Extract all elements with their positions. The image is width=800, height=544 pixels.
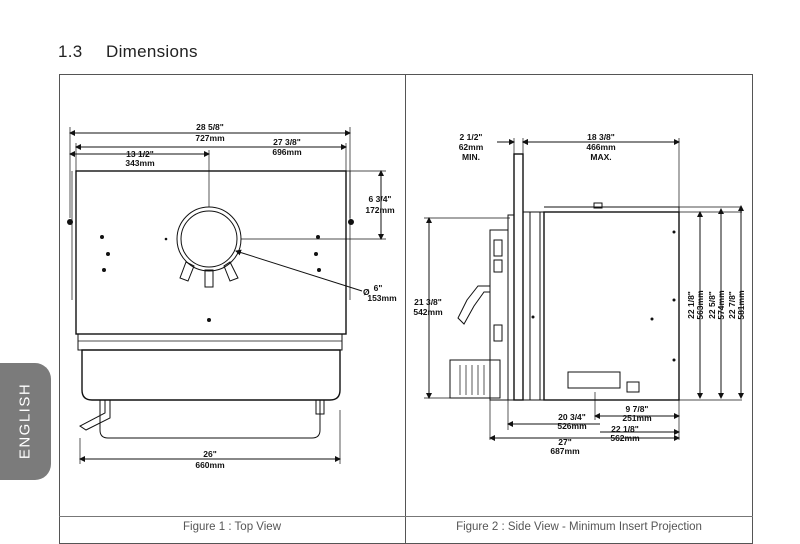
dim-h1-in: 22 1/8": [686, 291, 696, 319]
blower-housing: [449, 359, 501, 399]
caption-divider: [59, 516, 753, 517]
top-edge: [544, 206, 680, 212]
figure2-caption: Figure 2 : Side View - Minimum Insert Pr…: [456, 521, 702, 533]
dim-flue-center-mm: 343mm: [125, 158, 155, 168]
mounting-holes: [67, 219, 354, 322]
dim-min-label: MIN.: [462, 152, 480, 162]
dim-front-width-mm: 660mm: [195, 460, 225, 470]
dim-d1-mm: 251mm: [622, 413, 652, 423]
dim-d2-mm: 526mm: [557, 421, 587, 431]
language-tab[interactable]: ENGLISH: [0, 363, 51, 480]
section-heading: 1.3 Dimensions: [58, 42, 198, 62]
flue-collar-inner: [180, 210, 238, 268]
dim-front-width-in: 26": [203, 449, 217, 459]
dim-h1-mm: 563mm: [695, 290, 705, 320]
dim-d1-in: 9 7/8": [626, 404, 649, 414]
dim-overall-width-in: 28 5/8": [196, 122, 224, 132]
dim-max-in: 18 3/8": [587, 132, 615, 142]
dim-h2-in: 22 5/8": [707, 291, 717, 319]
dim-min-in: 2 1/2": [460, 132, 483, 142]
flue-brackets: [179, 261, 239, 288]
front-panel: [81, 349, 341, 401]
dim-d3-in: 22 1/8": [611, 424, 639, 434]
left-handle: [79, 400, 111, 431]
dim-max-mm: 466mm: [586, 142, 616, 152]
side-handle: [457, 285, 490, 325]
front-plate: [513, 153, 524, 401]
dim-dia-symbol: Ø: [363, 287, 370, 297]
figure1-caption: Figure 1 : Top View: [182, 521, 282, 533]
dim-max-word: MAX.: [590, 152, 611, 162]
front-flange: [77, 334, 343, 351]
dim-flue-depth-in: 6 3/4": [369, 194, 392, 204]
dim-d4-mm: 687mm: [550, 446, 580, 456]
base-vent: [567, 371, 621, 389]
firebox-side: [543, 211, 680, 401]
dim-h2-mm: 574mm: [716, 290, 726, 320]
dim-d2-in: 20 3/4": [558, 412, 586, 422]
dim-h3-mm: 581mm: [736, 290, 746, 320]
dim-flue-dia-in: 6": [374, 283, 383, 293]
section-number: 1.3: [58, 42, 83, 61]
dim-min-mm: 62mm: [459, 142, 484, 152]
dim-overall-width-mm: 727mm: [195, 133, 225, 143]
dim-height-mm: 542mm: [413, 307, 443, 317]
figure-divider: [405, 74, 406, 544]
dim-height-in: 21 3/8": [414, 297, 442, 307]
dim-right-offset-in: 27 3/8": [273, 137, 301, 147]
top-view-drawing: 28 5/8" 727mm 27 3/8" 696mm 13 1/2" 343m…: [67, 122, 397, 470]
dim-flue-depth-mm: 172mm: [365, 205, 395, 215]
section-title: Dimensions: [106, 42, 198, 61]
dim-flue-dia-mm: 153mm: [367, 293, 397, 303]
dim-h3-in: 22 7/8": [727, 291, 737, 319]
side-view-drawing: 2 1/2" 62mm MAX. MIN. 18 3/8" 466mm MAX.…: [413, 132, 746, 456]
dim-right-offset-mm: 696mm: [272, 147, 302, 157]
dim-d4-in: 27": [558, 437, 572, 447]
side-holes: [531, 230, 676, 362]
dim-flue-center-in: 13 1/2": [126, 149, 154, 159]
insert-body-outline: [75, 170, 347, 335]
